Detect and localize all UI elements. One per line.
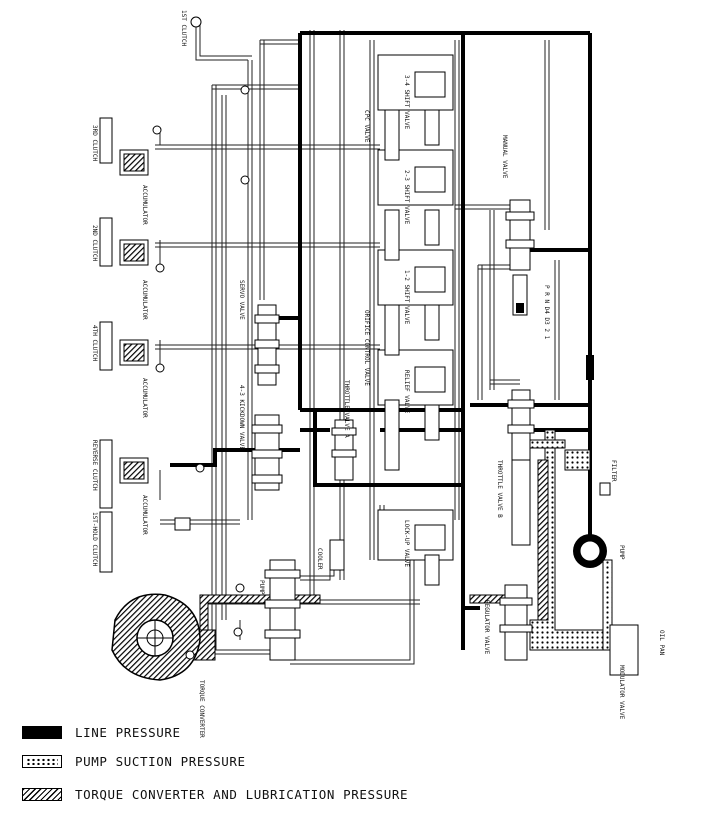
thin-fluid-lines: [155, 25, 560, 665]
filter-label: FILTER: [610, 460, 617, 482]
lockup-label: LOCK-UP VALVE: [403, 520, 410, 567]
accumulator-a-label: ACCUMULATOR: [141, 185, 148, 225]
legend-torque-converter: TORQUE CONVERTER AND LUBRICATION PRESSUR…: [22, 786, 408, 802]
cpc-label: CPC VALVE: [363, 110, 370, 143]
accumulator-c-label: ACCUMULATOR: [141, 378, 148, 418]
relief-label: RELIEF VALVE: [403, 370, 410, 414]
torque-converter-label: TORQUE CONVERTER: [198, 680, 205, 738]
top-left-tag-label: 1ST CLUTCH: [180, 10, 187, 47]
torque-converter: [111, 593, 201, 681]
pump-suction-lines: [519, 429, 626, 651]
main-valve-label: MODULATOR VALVE: [618, 665, 625, 720]
clutch-units: [99, 16, 250, 660]
low-hold-label: 1ST-HOLD CLUTCH: [91, 512, 98, 567]
manual-valve-label: MANUAL VALVE: [501, 135, 508, 179]
legend-pump-suction-text: PUMP SUCTION PRESSURE: [75, 753, 246, 769]
pump-label: PUMP: [618, 545, 625, 560]
valve-bodies: [174, 54, 639, 676]
reverse-clutch-label: REVERSE CLUTCH: [91, 440, 98, 491]
clutch-2nd-label: 2ND CLUTCH: [91, 225, 98, 262]
throttle-b-label: THROTTLE VALVE B: [496, 460, 503, 518]
shift-1-2-label: 1-2 SHIFT VALVE: [403, 270, 410, 325]
line-pressure-filter-inline: [586, 355, 594, 380]
servo-label: SERVO VALVE: [238, 280, 245, 320]
accumulator-b-label: ACCUMULATOR: [141, 280, 148, 320]
line-pressure-swatch: [22, 725, 62, 739]
cooler-label: COOLER: [316, 548, 323, 570]
shift-3-4-label: 3-4 SHIFT VALVE: [403, 75, 410, 130]
regulator-label: REGULATOR VALVE: [483, 600, 490, 655]
legend-line-pressure-text: LINE PRESSURE: [75, 724, 181, 740]
clutch-4th-label: 4TH CLUTCH: [91, 325, 98, 362]
legend-line-pressure: LINE PRESSURE: [22, 724, 181, 740]
throttle-a-label: THROTTLE VALVE A: [343, 380, 350, 438]
pump-rotor: [579, 540, 601, 562]
pump-suction-swatch: [22, 754, 62, 768]
orifice-label: ORIFICE CONTROL VALVE: [363, 310, 370, 386]
oil-pan-label: OIL PAN: [658, 630, 665, 656]
shift-2-3-label: 2-3 SHIFT VALVE: [403, 170, 410, 225]
gear-positions-label: P R N D4 D3 2 1: [543, 285, 550, 340]
shift-4-3-label: 4-3 KICKDOWN VALVE: [238, 385, 245, 450]
torque-converter-swatch: [22, 787, 62, 801]
accumulator-d-label: ACCUMULATOR: [141, 495, 148, 535]
pump-small-label: PUMP: [258, 580, 265, 595]
clutch-3rd-label: 3RD CLUTCH: [91, 125, 98, 162]
legend-pump-suction: PUMP SUCTION PRESSURE: [22, 753, 246, 769]
manual-valve-indicator: [516, 303, 524, 313]
legend-torque-converter-text: TORQUE CONVERTER AND LUBRICATION PRESSUR…: [75, 786, 409, 802]
